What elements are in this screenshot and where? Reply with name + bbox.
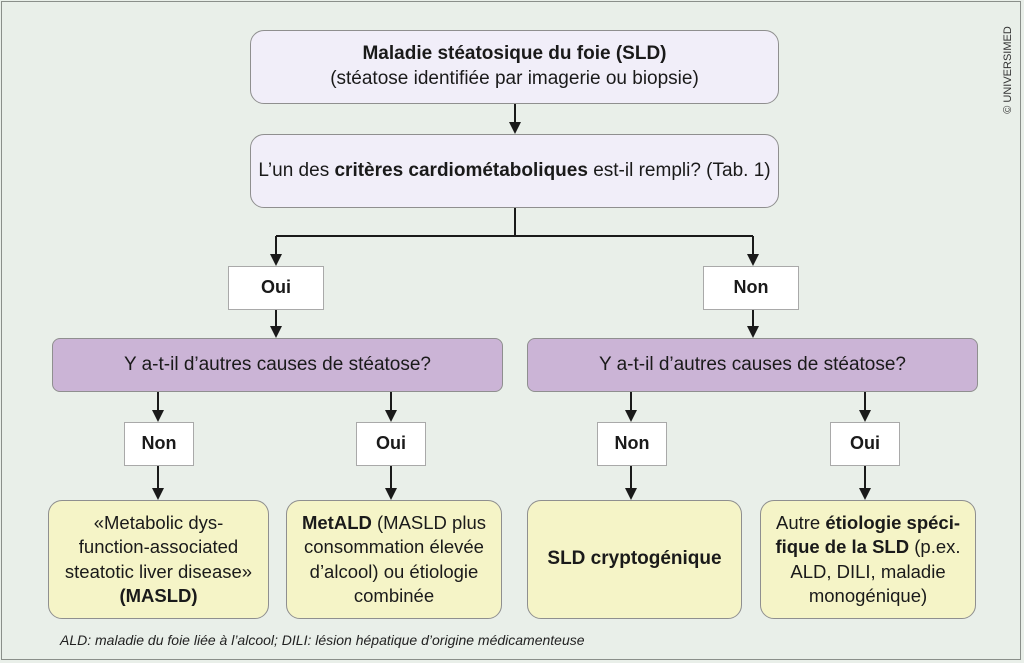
left-no-label: Non bbox=[141, 433, 177, 454]
specific-line-3: ALD, DILI, maladie bbox=[790, 560, 946, 582]
left-yes-box: Oui bbox=[356, 422, 426, 466]
footnote: ALD: maladie du foie liée à l’alcool; DI… bbox=[60, 632, 585, 648]
left-question-box: Y a-t-il d’autres causes de stéatose? bbox=[52, 338, 503, 392]
start-box: Maladie stéatosique du foie (SLD) (stéat… bbox=[250, 30, 779, 104]
right-no-label: Non bbox=[614, 433, 650, 454]
masld-line-1: «Metabolic dys- bbox=[93, 512, 224, 534]
right-no-box: Non bbox=[597, 422, 667, 466]
left-no-box: Non bbox=[124, 422, 194, 466]
outcome-cryptogenic-box: SLD cryptogénique bbox=[527, 500, 742, 619]
branch-no-label: Non bbox=[733, 277, 769, 298]
specific-line-4: monogénique) bbox=[808, 584, 928, 606]
masld-acronym: (MASLD) bbox=[119, 584, 198, 606]
branch-yes-label: Oui bbox=[261, 277, 291, 298]
specific-line-1: Autre étiologie spéci- bbox=[775, 512, 961, 534]
metald-line-2: consommation élevée bbox=[304, 536, 484, 558]
criteria-question-text: L’un des critères cardiométaboliques est… bbox=[258, 159, 771, 181]
metald-line-3: d’alcool) ou étiologie bbox=[309, 560, 479, 582]
left-question-text: Y a-t-il d’autres causes de stéatose? bbox=[124, 353, 431, 375]
cryptogenic-label: SLD cryptogénique bbox=[547, 548, 722, 570]
copyright-container: © UNIVERSIMED bbox=[998, 10, 1018, 130]
right-question-text: Y a-t-il d’autres causes de stéatose? bbox=[599, 353, 906, 375]
metald-line-1: MetALD (MASLD plus bbox=[301, 512, 486, 534]
branch-no-box: Non bbox=[703, 266, 799, 310]
masld-line-3: steatotic liver disease» bbox=[64, 560, 253, 582]
start-title: Maladie stéatosique du foie (SLD) bbox=[362, 43, 667, 65]
outcome-specific-box: Autre étiologie spéci- fique de la SLD (… bbox=[760, 500, 976, 619]
outcome-masld-box: «Metabolic dys- function-associated stea… bbox=[48, 500, 269, 619]
right-yes-box: Oui bbox=[830, 422, 900, 466]
start-subtitle: (stéatose identifiée par imagerie ou bio… bbox=[330, 68, 699, 89]
right-question-box: Y a-t-il d’autres causes de stéatose? bbox=[527, 338, 978, 392]
metald-line-4: combinée bbox=[353, 584, 435, 606]
right-yes-label: Oui bbox=[850, 433, 880, 454]
left-yes-label: Oui bbox=[376, 433, 406, 454]
specific-line-2: fique de la SLD (p.ex. bbox=[775, 536, 961, 558]
copyright-label: © UNIVERSIMED bbox=[1002, 26, 1014, 114]
criteria-question-box: L’un des critères cardiométaboliques est… bbox=[250, 134, 779, 208]
branch-yes-box: Oui bbox=[228, 266, 324, 310]
masld-line-2: function-associated bbox=[78, 536, 239, 558]
outcome-metald-box: MetALD (MASLD plus consommation élevée d… bbox=[286, 500, 502, 619]
